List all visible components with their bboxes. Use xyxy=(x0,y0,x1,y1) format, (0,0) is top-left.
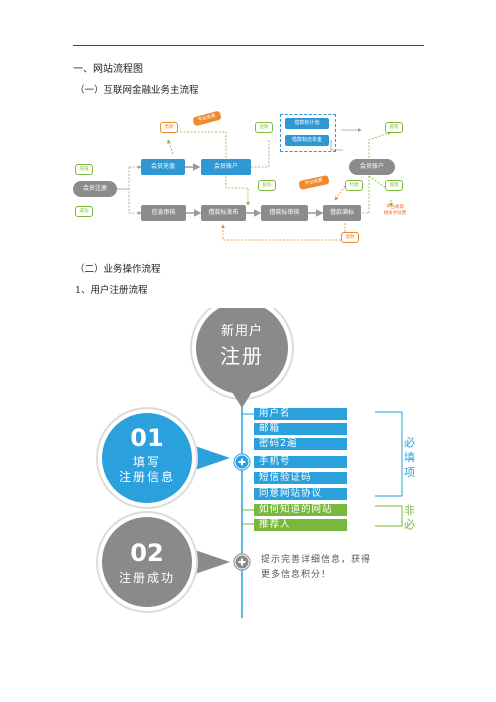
member-account-right-node: 会员账户 xyxy=(349,159,395,175)
subsection-heading: （一）互联网金融业务主流程 xyxy=(75,85,199,96)
label-borrow: 借款 xyxy=(160,122,178,133)
hint-line-1: 提示完善详细信息，获得 xyxy=(261,555,372,565)
field-mobile: 手机号 xyxy=(254,456,347,468)
info-review-node: 信息审核 xyxy=(141,205,186,221)
loan-publish-node: 借款标发布 xyxy=(201,205,246,221)
label-withdraw-2: 提现 xyxy=(385,180,403,191)
field-password-twice: 密码2遍 xyxy=(254,438,347,450)
label-payment: 付款 xyxy=(345,180,363,191)
field-username: 用户名 xyxy=(254,408,347,420)
flowchart-connectors xyxy=(117,124,393,241)
section-heading: 一、网站流程图 xyxy=(73,64,143,75)
step-2-number: 02 xyxy=(130,539,164,567)
label-withdraw: 提现 xyxy=(385,122,403,133)
field-referral-source: 如何知道的网站 xyxy=(254,504,347,516)
required-label-2: 填 xyxy=(404,451,415,464)
hint-line-2: 更多信息积分！ xyxy=(261,570,332,580)
loan-full-node: 借款满标 xyxy=(323,205,361,221)
registration-graphics xyxy=(96,308,403,618)
step-1-title: 填写 xyxy=(132,455,161,469)
step-1-number: 01 xyxy=(130,424,164,452)
optional-label-1: 非 xyxy=(404,504,415,517)
required-label-3: 项 xyxy=(404,466,415,479)
label-loan: 放款 xyxy=(341,232,359,243)
subsection-heading: 1、用户注册流程 xyxy=(75,285,148,296)
step-1-subtitle: 注册信息 xyxy=(118,470,175,484)
member-register-node: 会员注册 xyxy=(73,181,117,197)
step-2-title: 注册成功 xyxy=(118,571,175,585)
optional-label-2: 必 xyxy=(404,518,415,531)
label-success: 成功 xyxy=(75,206,93,217)
header-rule xyxy=(73,45,424,46)
repay-amount-node: 借款标还本金 xyxy=(285,135,329,146)
label-tender: 投标 xyxy=(258,180,276,191)
member-account-node: 会员账户 xyxy=(201,159,251,175)
field-agree-terms: 同意网站协议 xyxy=(254,488,347,500)
repay-plan-node: 借款标计划 xyxy=(285,118,329,129)
repay-plan-box xyxy=(280,114,336,152)
label-recharge: 充值 xyxy=(75,164,93,175)
required-label-1: 必 xyxy=(404,436,415,449)
field-referrer: 推荐人 xyxy=(254,519,347,531)
member-recharge-node: 会员充值 xyxy=(141,159,185,175)
register-label: 注册 xyxy=(220,344,264,368)
registration-flow-infographic: 新用户 注册 01 填写 注册信息 02 注册成功 用户名 邮箱 密码2遍 手机… xyxy=(80,308,420,618)
field-email: 邮箱 xyxy=(254,423,347,435)
field-sms-code: 短信验证码 xyxy=(254,472,347,484)
label-repay: 还款 xyxy=(255,122,273,133)
subsection-heading: （二）业务操作流程 xyxy=(75,264,161,275)
loan-audit-node: 借款标审核 xyxy=(261,205,308,221)
new-user-label: 新用户 xyxy=(220,324,263,339)
business-flowchart: 会员注册 会员充值 会员账户 信息审核 借款标发布 借款标审核 借款满标 会员账… xyxy=(73,110,424,250)
platform-fee-note: 平台收取 相关手续费 xyxy=(383,205,407,216)
